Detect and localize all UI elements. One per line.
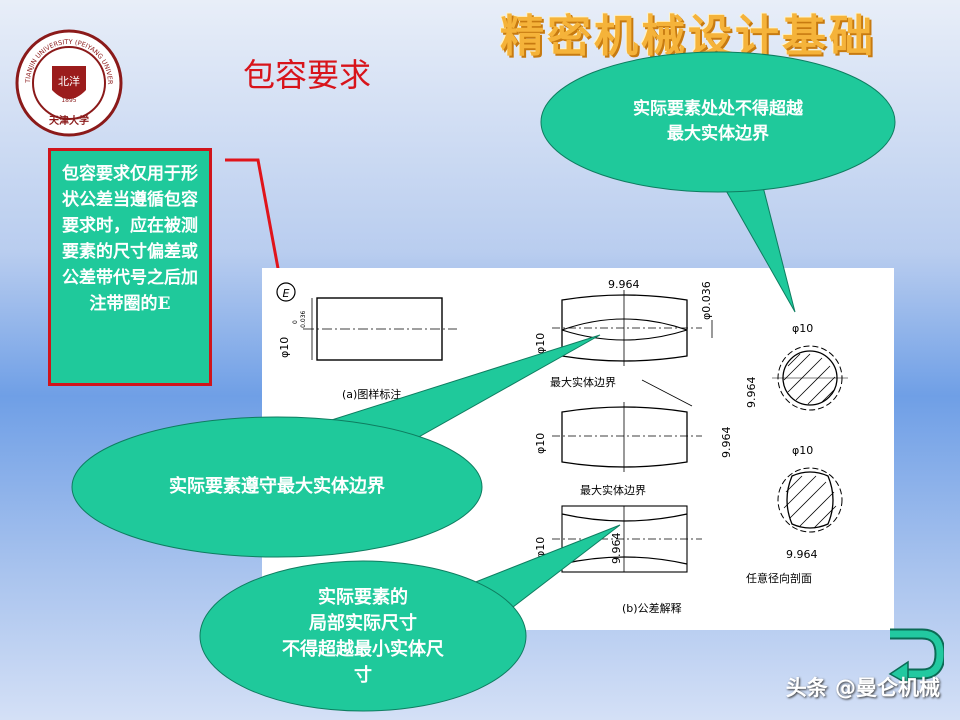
label-a: (a)图样标注 <box>342 387 401 401</box>
logo-center-text: 北洋 <box>58 74 80 88</box>
dim-dia10-b3: φ10 <box>534 537 547 558</box>
bubble-middle-left-text: 实际要素遵守最大实体边界 <box>169 476 385 497</box>
bubble-bottom-line1: 实际要素的 <box>318 587 408 608</box>
section-dia10-top: φ10 <box>792 322 813 335</box>
note-box: 包容要求仅用于形状公差当遵循包容要求时，应在被测要素的尺寸偏差或公差带代号之后加… <box>48 148 212 386</box>
bubble-bottom-line4: 寸 <box>354 665 372 686</box>
bubble-middle-left <box>71 416 483 558</box>
bubble-bottom-line3: 不得超越最小实体尺 <box>282 639 444 660</box>
dim-dia10-a: φ10 <box>278 337 291 358</box>
bubble-top-right-text: 实际要素处处不得超越 最大实体边界 <box>560 97 876 147</box>
university-logo: 北洋 1895 天津大学 TIANJIN UNIVERSITY (PEIYANG… <box>11 22 124 138</box>
logo-year: 1895 <box>61 97 76 104</box>
bubble-bottom-line2: 局部实际尺寸 <box>309 613 417 634</box>
dim-dia10-b1: φ10 <box>534 333 547 354</box>
dim-9964-top: 9.964 <box>608 278 640 291</box>
dim-9964-mid: 9.964 <box>720 427 733 459</box>
tol-lower: -0.036 <box>300 310 307 330</box>
dim-9964-low: 9.964 <box>610 533 623 565</box>
circled-e-symbol <box>276 282 296 302</box>
section-title: 包容要求 <box>243 56 372 94</box>
any-section-label: 任意径向剖面 <box>746 571 812 585</box>
bubble-bottom <box>199 560 527 712</box>
section-9964-top: 9.964 <box>745 377 758 409</box>
logo-bottom-text: 天津大学 <box>49 114 89 127</box>
bubble-bottom-text: 实际要素的 局部实际尺寸 不得超越最小实体尺 寸 <box>240 585 486 689</box>
bubble-top-right-line1: 实际要素处处不得超越 <box>633 99 803 119</box>
dim-0036: φ0.036 <box>700 281 713 320</box>
mmc-label-2: 最大实体边界 <box>580 483 646 497</box>
section-9964-bottom: 9.964 <box>786 548 818 561</box>
bubble-top-right-tail <box>719 174 796 313</box>
circled-e-letter: E <box>283 287 290 300</box>
mmc-label-1: 最大实体边界 <box>550 375 616 389</box>
label-b: (b)公差解释 <box>622 601 682 615</box>
watermark-text: 头条 @曼仑机械 <box>785 676 940 700</box>
section-dia10-bottom: φ10 <box>792 444 813 457</box>
bubble-top-right <box>540 51 896 193</box>
note-leader-line <box>225 158 284 291</box>
return-arrow-icon[interactable] <box>884 628 944 684</box>
dim-dia10-b2: φ10 <box>534 433 547 454</box>
tol-upper: 0 <box>292 320 299 324</box>
bubble-top-right-line2: 最大实体边界 <box>667 124 769 144</box>
